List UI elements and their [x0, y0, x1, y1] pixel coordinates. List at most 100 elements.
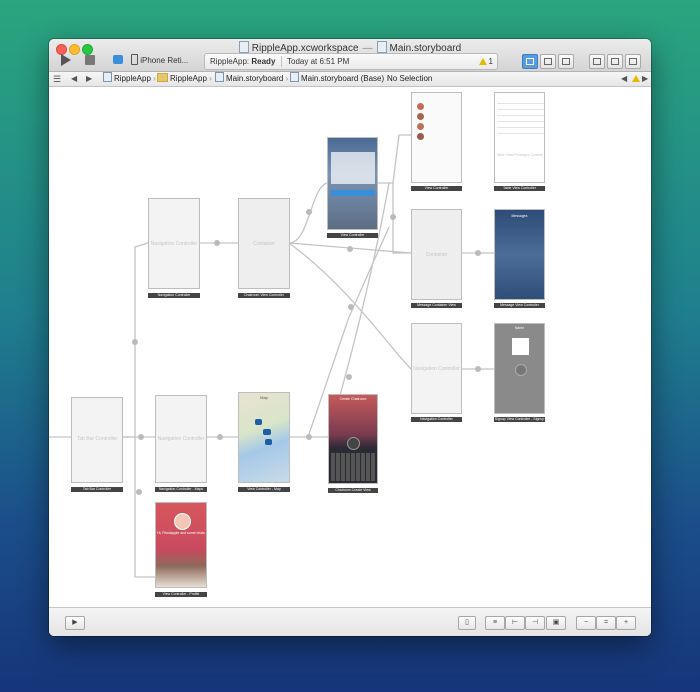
breadcrumb-storyboard-base[interactable]: Main.storyboard (Base) ›: [290, 72, 389, 86]
scene-label: Message View Controller: [494, 303, 545, 308]
avatar: [417, 113, 424, 120]
standard-editor-button[interactable]: [522, 54, 538, 69]
breadcrumb-selection[interactable]: No Selection: [387, 74, 433, 83]
scene-label: View Controller - Map: [238, 487, 290, 492]
status-app-name: RippleApp:: [210, 57, 250, 66]
breadcrumb-folder[interactable]: RippleApp ›: [157, 72, 212, 86]
chat-list-highlight: [331, 190, 375, 196]
breadcrumb-project[interactable]: RippleApp ›: [103, 72, 156, 86]
storyboard-canvas[interactable]: Tab Bar Controller Tab Bar Controller Na…: [49, 87, 651, 607]
debug-panel-icon: [611, 58, 619, 65]
scene-inner-title: Navigation Controller: [413, 366, 460, 372]
storyboard-file-icon: [290, 72, 299, 82]
navigator-toggle-button[interactable]: [589, 54, 605, 69]
scene-inner-title: Table View Prototype Content: [496, 153, 543, 157]
avatar: [417, 103, 424, 110]
back-arrow-icon[interactable]: ◀: [71, 74, 78, 83]
zoom-fit-button[interactable]: =: [596, 616, 616, 630]
minimize-window-button[interactable]: [69, 44, 80, 55]
zoom-window-button[interactable]: [82, 44, 93, 55]
map-pin-icon: [265, 439, 272, 445]
breadcrumb-project-label: RippleApp: [114, 74, 151, 83]
avatar: [417, 123, 424, 130]
scene-navigation-controller-maps[interactable]: Navigation Controller: [155, 395, 207, 483]
storyboard-file-icon: [376, 41, 387, 53]
activity-viewer: RippleApp: Ready Today at 6:51 PM 1: [204, 53, 498, 70]
scene-table-view-controller[interactable]: Table View Prototype Content: [494, 92, 545, 183]
keyboard-icon: [331, 453, 375, 481]
scene-view-controller-chat-list[interactable]: [327, 137, 378, 230]
related-items-icon[interactable]: ☰: [53, 74, 62, 84]
scene-inner-title: Hi, Rhodapple and some chats: [157, 531, 205, 535]
breadcrumb-storyboard-base-label: Main.storyboard (Base): [301, 74, 385, 83]
document-outline-toggle-button[interactable]: ▶: [65, 616, 85, 630]
window-title: RippleApp.xcworkspace—Main.storyboard: [49, 41, 651, 54]
scene-inner-title: Container: [253, 241, 275, 247]
scheme-device-label: iPhone Reti...: [140, 56, 189, 65]
scene-label: Navigation Controller: [411, 417, 462, 422]
app-scheme-icon: [113, 55, 123, 64]
scene-inner-title: Navigation Controller: [157, 436, 205, 442]
run-button[interactable]: [61, 54, 71, 66]
canvas-bottom-bar: ▶ ▯ ≡ ⊢ ⊣ ▣ − = +: [49, 607, 651, 636]
file-title: Main.storyboard: [389, 43, 462, 54]
warning-icon: [632, 75, 640, 82]
scene-navigation-controller[interactable]: Navigation Controller: [148, 198, 200, 289]
scene-message-container-view[interactable]: Container: [411, 209, 462, 300]
scene-label: Chatroom View Controller: [238, 293, 290, 298]
scene-message-view-controller[interactable]: Messages: [494, 209, 545, 300]
scene-chatroom-view-controller[interactable]: Container: [238, 198, 290, 289]
assistant-editor-button[interactable]: [540, 54, 556, 69]
breadcrumb-storyboard[interactable]: Main.storyboard ›: [215, 72, 288, 86]
scene-inner-title: Name: [514, 326, 525, 330]
scene-inner-title: Container: [425, 252, 448, 258]
avatar: [174, 513, 191, 530]
scene-chatroom-create-view[interactable]: Create Chatroom: [328, 394, 378, 484]
issue-warning-icon[interactable]: [632, 72, 642, 86]
scene-label: Navigation Controller - Maps: [155, 487, 207, 492]
version-editor-button[interactable]: [558, 54, 574, 69]
avatar: [417, 133, 424, 140]
project-file-icon: [103, 72, 112, 82]
jump-bar: ☰ ◀ ▶ RippleApp › RippleApp › Main.story…: [49, 72, 651, 87]
storyboard-file-icon: [215, 72, 224, 82]
resizing-behavior-button[interactable]: ▣: [546, 616, 566, 630]
title-separator: —: [362, 43, 373, 54]
device-form-factor-button[interactable]: ▯: [458, 616, 476, 630]
chevron-right-icon: ›: [153, 74, 156, 83]
breadcrumb-storyboard-label: Main.storyboard: [226, 74, 284, 83]
scene-signup-view-controller[interactable]: Name: [494, 323, 545, 414]
photo-placeholder: [512, 338, 529, 355]
scene-view-controller-profile[interactable]: Hi, Rhodapple and some chats: [155, 502, 207, 588]
assistant-editor-icon: [544, 58, 552, 65]
utilities-panel-icon: [629, 58, 637, 65]
scene-label: Navigation Controller: [148, 293, 200, 298]
scene-label: Message Container View: [411, 303, 462, 308]
xcode-window: RippleApp.xcworkspace—Main.storyboard iP…: [49, 39, 651, 636]
activity-divider: [281, 56, 282, 67]
previous-issue-icon[interactable]: ◀: [621, 74, 628, 83]
zoom-out-button[interactable]: −: [576, 616, 596, 630]
zoom-in-button[interactable]: +: [616, 616, 636, 630]
scene-view-controller-map[interactable]: Map: [238, 392, 290, 483]
resolve-issues-button[interactable]: ⊣: [525, 616, 545, 630]
navigator-panel-icon: [593, 58, 601, 65]
scene-inner-title: Create Chatroom: [339, 397, 367, 401]
align-button[interactable]: ≡: [485, 616, 505, 630]
folder-icon: [157, 73, 168, 82]
debug-area-toggle-button[interactable]: [607, 54, 623, 69]
status-state: Ready: [251, 57, 276, 66]
forward-arrow-icon[interactable]: ▶: [86, 74, 93, 83]
scene-inner-title: Map: [260, 395, 268, 400]
scheme-selector[interactable]: iPhone Reti...: [113, 54, 188, 68]
scene-view-controller-contacts[interactable]: [411, 92, 462, 183]
stop-button[interactable]: [85, 55, 95, 65]
warning-indicator[interactable]: 1: [478, 54, 493, 69]
scene-navigation-controller-signup[interactable]: Navigation Controller: [411, 323, 462, 414]
scene-inner-title: Navigation Controller: [150, 241, 198, 247]
utilities-toggle-button[interactable]: [625, 54, 641, 69]
pin-button[interactable]: ⊢: [505, 616, 525, 630]
build-status: RippleApp: Ready: [210, 54, 275, 69]
next-issue-icon[interactable]: ▶: [642, 74, 649, 83]
scene-tab-bar-controller[interactable]: Tab Bar Controller: [71, 397, 123, 483]
